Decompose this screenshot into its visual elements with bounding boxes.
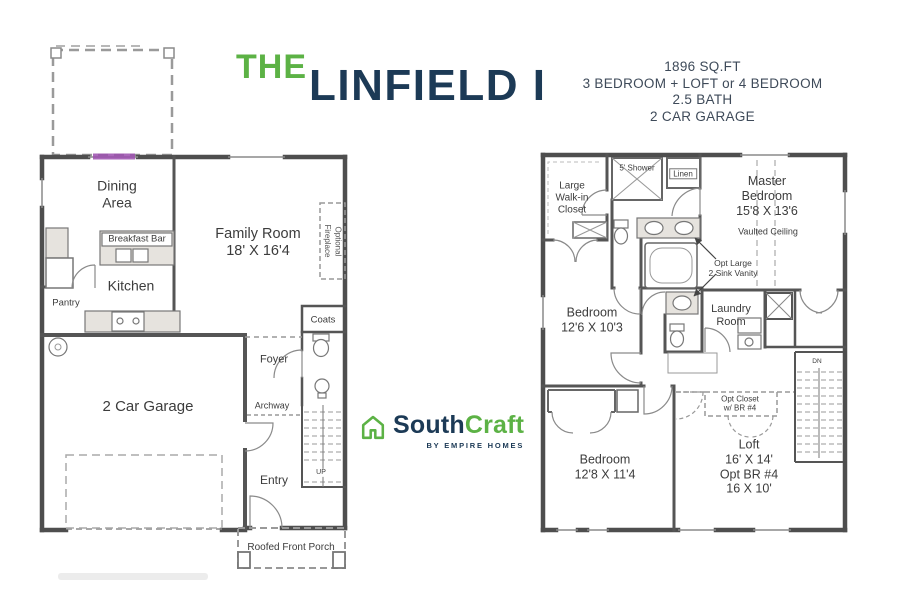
first-floor-windows	[41, 156, 285, 208]
label-kitchen: Kitchen	[107, 277, 155, 294]
water-heater	[48, 337, 68, 357]
spec-garage: 2 CAR GARAGE	[650, 108, 755, 124]
logo-tagline: BY EMPIRE HOMES	[426, 441, 525, 450]
label-vaulted-ceiling: Vaulted Ceiling	[738, 226, 798, 237]
label-stairs-up: UP	[316, 468, 326, 478]
opt-br4-dashed	[675, 391, 795, 438]
laundry-machines	[737, 317, 762, 350]
second-floor-plan	[540, 152, 848, 533]
label-dining-area: Dining Area	[97, 177, 137, 210]
vanity-note-arrows	[693, 237, 717, 297]
spec-baths: 2.5 BATH	[672, 92, 733, 107]
label-archway: Archway	[254, 400, 290, 411]
label-bedroom-2: Bedroom 12'8 X 11'4	[574, 452, 636, 481]
logo-text: SouthCraft BY EMPIRE HOMES	[393, 411, 525, 451]
label-optional-fireplace: Optional Fireplace	[323, 224, 343, 258]
spec-bedrooms: 3 BEDROOM + LOFT or 4 BEDROOM	[582, 75, 823, 91]
water-heater-core	[54, 343, 62, 351]
label-garage: 2 Car Garage	[102, 398, 194, 416]
second-floor-windows	[542, 154, 846, 531]
label-entry: Entry	[259, 472, 289, 487]
label-shower: 5' Shower	[619, 163, 655, 173]
label-breakfast-bar: Breakfast Bar	[108, 233, 166, 245]
label-foyer: Foyer	[259, 353, 289, 366]
stairs-down	[794, 351, 843, 463]
label-opt-vanity: Opt Large 2 Sink Vanity	[708, 257, 758, 278]
shower-stall	[611, 157, 663, 201]
label-coats: Coats	[310, 314, 336, 326]
kitchen-counter-stove	[84, 310, 181, 333]
vaulted-ceiling-dashes	[756, 160, 776, 288]
master-bath-fixtures	[613, 217, 701, 289]
builder-logo: SouthCraft BY EMPIRE HOMES	[358, 413, 524, 450]
label-walk-in-closet: Large Walk-in Closet	[555, 180, 589, 215]
label-master-bedroom: Master Bedroom 15'8 X 13'6	[736, 173, 798, 218]
garage-car-pad-dashed	[65, 454, 223, 529]
optional-fireplace-dashed	[319, 202, 346, 280]
plan-title-prefix: THE	[236, 48, 307, 86]
label-linen: Linen	[669, 168, 697, 180]
hall-bath-fixtures	[665, 291, 699, 348]
window-highlight-mark	[93, 153, 135, 160]
spec-sqft: 1896 SQ.FT	[664, 59, 741, 74]
first-floor-exterior-walls	[39, 154, 348, 533]
label-loft: Loft 16' X 14' Opt BR #4 16 X 10'	[719, 437, 779, 496]
scan-artifact	[58, 573, 208, 580]
front-porch	[237, 527, 346, 569]
hall-rail	[667, 352, 718, 374]
plan-title-name: LINFIELD I	[309, 61, 547, 110]
first-floor-plan	[39, 45, 348, 569]
label-opt-closet: Opt Closet w/ BR #4	[721, 394, 759, 413]
bedroom2-closet	[547, 389, 639, 434]
patio-dashed-outline	[50, 45, 175, 157]
powder-room-fixtures	[312, 333, 330, 399]
label-laundry: Laundry Room	[711, 303, 751, 328]
chase-box	[765, 292, 793, 320]
left-counter-fridge	[45, 227, 74, 289]
plan-specs: 1896 SQ.FT 3 BEDROOM + LOFT or 4 BEDROOM…	[550, 59, 855, 125]
label-front-porch: Roofed Front Porch	[247, 542, 335, 554]
logo-name-secondary: Craft	[464, 411, 525, 439]
second-floor-doors	[552, 187, 839, 415]
label-bedroom-1: Bedroom 12'6 X 10'3	[561, 305, 623, 334]
walk-in-closet-details	[547, 161, 608, 239]
breakfast-bar-counter	[99, 230, 175, 266]
first-floor-doors	[244, 349, 303, 529]
house-outline-icon	[361, 415, 385, 440]
label-stairs-dn: DN	[812, 358, 822, 366]
pantry-door	[71, 264, 96, 289]
label-family-room: Family Room 18' X 16'4	[215, 225, 301, 259]
label-pantry: Pantry	[52, 297, 80, 309]
second-floor-exterior-walls	[540, 152, 848, 533]
first-floor-interior-walls	[40, 155, 347, 530]
logo-name-primary: South	[393, 411, 465, 439]
